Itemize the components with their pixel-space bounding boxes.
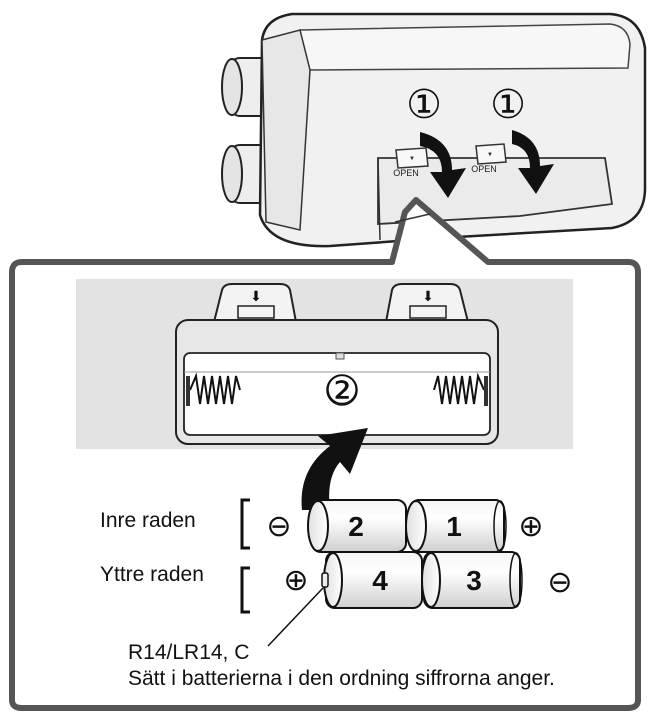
spring-left [189,372,241,405]
polarity-minus-icon-inner: ⊖ [266,510,291,543]
insertion-instruction: Sätt i batterierna i den ordning siffror… [128,667,555,690]
latch-open-label-left: OPEN [393,168,419,178]
inner-row-label: Inre raden [100,509,196,532]
battery-2-number: 2 [348,511,364,542]
svg-text:⬇: ⬇ [250,288,262,304]
outer-row-bracket [240,566,250,614]
open-arrow-right [512,130,554,194]
latch-right: ▼ OPEN [471,143,507,174]
battery-2: 2 [307,499,407,553]
door-tab-left: ⬇ [212,283,298,323]
step2-marker: ② [324,369,360,413]
battery-4: 4 [321,551,423,609]
svg-text:▼: ▼ [487,152,493,158]
polarity-plus-icon-outer: ⊕ [283,564,308,597]
battery-type-note: R14/LR14, C [128,641,250,664]
latch-open-label-right: OPEN [471,164,497,174]
spring-right [433,372,485,405]
outer-row-label: Yttre raden [100,563,204,586]
inner-row-bracket [240,498,250,550]
battery-3-number: 3 [466,565,482,596]
polarity-minus-icon-outer: ⊖ [547,566,572,599]
battery-compartment: ⬇ ⬇ ② [76,279,573,449]
svg-text:⬇: ⬇ [422,288,434,304]
battery-1: 1 [405,499,507,553]
battery-4-number: 4 [372,565,388,596]
battery-1-number: 1 [446,511,462,542]
polarity-plus-icon-inner: ⊕ [518,510,543,543]
insert-arrow [301,428,368,510]
radio-device: ▼ OPEN ▼ OPEN ① ① [221,12,647,248]
battery-3: 3 [421,551,523,609]
step1-marker-right: ① [490,83,526,127]
open-arrow-left [420,132,466,198]
door-tab-right: ⬇ [384,283,470,323]
battery-type-leader [267,587,324,647]
svg-text:▼: ▼ [409,156,415,162]
latch-left: ▼ OPEN [393,147,429,178]
step1-marker-left: ① [406,83,442,127]
